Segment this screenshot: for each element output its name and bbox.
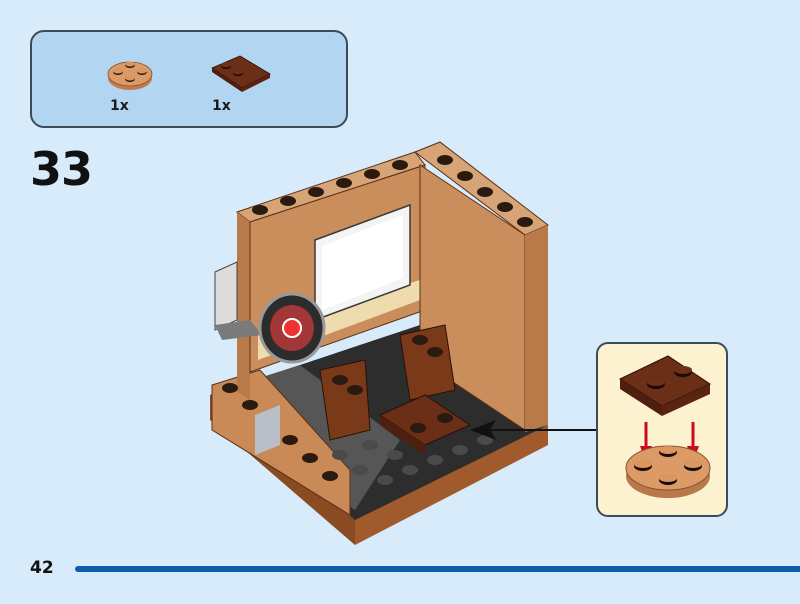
part-quantity: 1x (212, 98, 231, 114)
parts-list-panel: 1x 1x (30, 30, 348, 128)
tile-plate-part-icon (208, 54, 278, 94)
round-plate-part-icon (104, 54, 174, 94)
page-number: 42 (30, 558, 54, 578)
part-quantity: 1x (110, 98, 129, 114)
sub-assembly-callout (596, 342, 728, 517)
pointer-arrow-icon (470, 420, 496, 440)
step-number: 33 (30, 142, 93, 196)
page-footer-bar (75, 566, 800, 572)
